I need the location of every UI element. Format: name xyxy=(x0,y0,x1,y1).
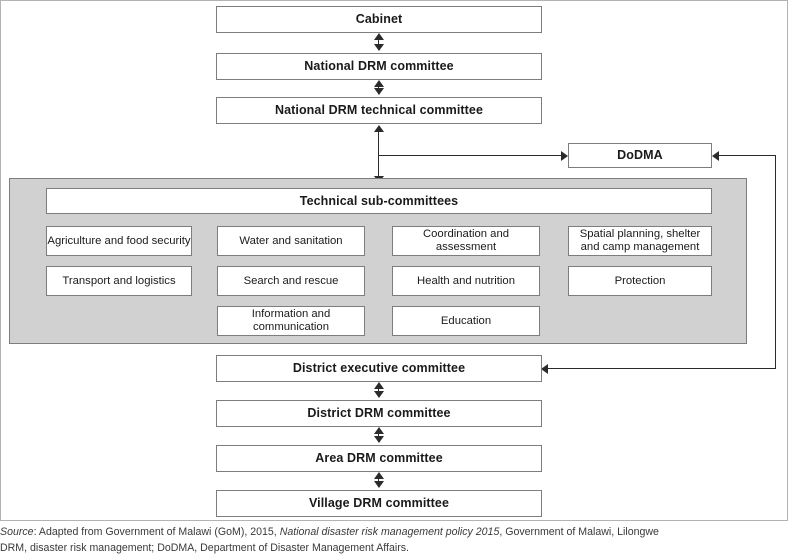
connector-dodma-right-top xyxy=(716,155,776,157)
node-cabinet[interactable]: Cabinet xyxy=(216,6,542,33)
arrowhead-down-areadrm xyxy=(374,436,384,443)
subcommittee-education[interactable]: Education xyxy=(392,306,540,336)
node-technical-subcommittees-header[interactable]: Technical sub-committees xyxy=(46,188,712,214)
arrowhead-left-district-executive xyxy=(541,364,548,374)
connector-dodma-right-vertical xyxy=(775,155,777,369)
arrowhead-up-districtdrm xyxy=(374,427,384,434)
arrowhead-right-dodma xyxy=(561,151,568,161)
node-dodma[interactable]: DoDMA xyxy=(568,143,712,168)
node-district-executive-committee[interactable]: District executive committee xyxy=(216,355,542,382)
arrowhead-down-districtdrm xyxy=(374,391,384,398)
subcommittee-transport-and-logistics[interactable]: Transport and logistics xyxy=(46,266,192,296)
connector-technical-to-dodma xyxy=(379,155,563,157)
arrowhead-down-technical xyxy=(374,88,384,95)
node-area-drm-committee[interactable]: Area DRM committee xyxy=(216,445,542,472)
caption-source-word: Source xyxy=(0,526,34,538)
connector-technical-trunk xyxy=(378,128,380,182)
subcommittee-coordination-and-assessment[interactable]: Coordination and assessment xyxy=(392,226,540,256)
subcommittee-search-and-rescue[interactable]: Search and rescue xyxy=(217,266,365,296)
arrowhead-up-nationaldrm xyxy=(374,80,384,87)
arrowhead-up-areadrm xyxy=(374,472,384,479)
subcommittee-protection[interactable]: Protection xyxy=(568,266,712,296)
arrowhead-up-cabinet xyxy=(374,33,384,40)
arrowhead-up-districtexec xyxy=(374,382,384,389)
arrowhead-down-villagedrm xyxy=(374,481,384,488)
subcommittee-spatial-planning-shelter-and-camp-management[interactable]: Spatial planning, shelter and camp manag… xyxy=(568,226,712,256)
subcommittee-health-and-nutrition[interactable]: Health and nutrition xyxy=(392,266,540,296)
arrowhead-down-nationaldrm xyxy=(374,44,384,51)
subcommittee-agriculture-and-food-security[interactable]: Agriculture and food security xyxy=(46,226,192,256)
node-national-drm-committee[interactable]: National DRM committee xyxy=(216,53,542,80)
connector-cabinet-nationaldrm xyxy=(378,36,380,50)
caption-line1-a: : Adapted from Government of Malawi (GoM… xyxy=(33,526,280,538)
caption-policy-title: National disaster risk management policy… xyxy=(279,526,500,538)
figure-caption: Source: Adapted from Government of Malaw… xyxy=(0,524,788,555)
caption-line1-b: , Government of Malawi, Lilongwe xyxy=(499,526,659,538)
caption-abbreviations: DRM, disaster risk management; DoDMA, De… xyxy=(0,542,409,555)
subcommittee-water-and-sanitation[interactable]: Water and sanitation xyxy=(217,226,365,256)
arrowhead-left-dodma xyxy=(712,151,719,161)
node-village-drm-committee[interactable]: Village DRM committee xyxy=(216,490,542,517)
arrowhead-up-nationaltechnical xyxy=(374,125,384,132)
subcommittee-information-and-communication[interactable]: Information and communication xyxy=(217,306,365,336)
connector-dodma-to-district xyxy=(548,368,776,370)
node-district-drm-committee[interactable]: District DRM committee xyxy=(216,400,542,427)
node-national-drm-technical-committee[interactable]: National DRM technical committee xyxy=(216,97,542,124)
